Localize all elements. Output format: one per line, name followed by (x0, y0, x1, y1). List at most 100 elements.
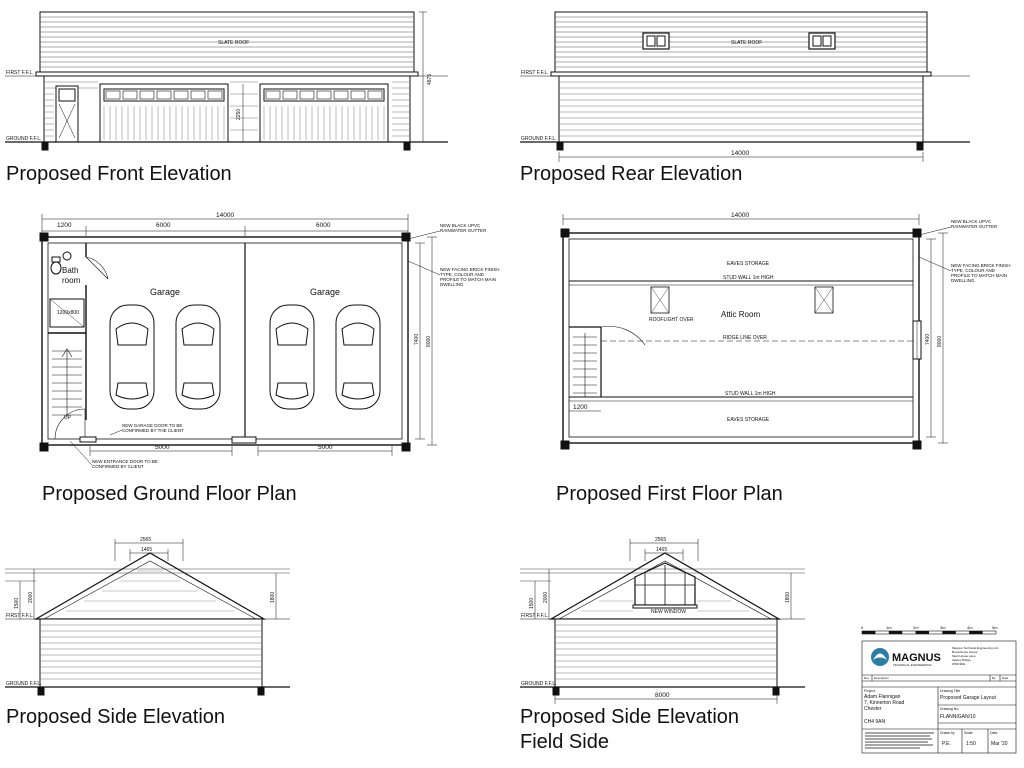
car-icon (109, 304, 155, 410)
stud-wall-top: STUD WALL 1m HIGH (723, 275, 774, 281)
car-icon (269, 304, 315, 410)
ground-dim-seg2: 6000 (156, 222, 171, 229)
title-block: 0 1m 2m 3m 4m 5m MAGNUS TECHNICAL ENGINE… (861, 625, 1017, 754)
drawing-title: Proposed Garage Layout (940, 695, 996, 701)
eaves-storage-bottom: EAVES STORAGE (727, 417, 770, 423)
side-top-outer: 2565 (140, 537, 151, 543)
first-depth-outer: 8000 (937, 336, 943, 347)
first-note-bricks: NEW FACING BRICK FINISH TYPE, COLOUR AND… (951, 263, 1011, 283)
caption-side-elevation-field-line2: Field Side (520, 731, 609, 753)
rev-header-rev: Rev (864, 676, 870, 680)
rear-ground-ffl: GROUND F.F.L. (521, 136, 557, 142)
magnus-logo-icon (871, 648, 889, 666)
front-total-height: 4875 (427, 74, 433, 85)
scale-tick-3: 3m (940, 625, 946, 630)
company-address-0: Magnus Technical Engineering Ltd. (952, 646, 999, 650)
company-address-3: Appley Bridge (952, 658, 971, 662)
ground-note-garage-door: NEW GARAGE DOOR TO BE CONFIRMED BY THE C… (122, 423, 184, 433)
ground-note-bricks: NEW FACING BRICK FINISH TYPE, COLOUR AND… (440, 267, 500, 287)
bathroom-label-line1: Bath (62, 266, 78, 275)
side-elevation-field-drawing: 2565 1465 NEW WINDOW 1500 2000 1800 8000… (520, 537, 805, 704)
rear-elevation-drawing: SLATE ROOF FIRST F.F.L. GROUND F.F.L. 14… (520, 11, 970, 162)
front-first-ffl: FIRST F.F.L. (6, 70, 34, 76)
garage-door-dim-right: 5000 (318, 444, 333, 451)
scale-tick-4: 4m (967, 625, 973, 630)
front-door-height: 2250 (236, 109, 242, 120)
front-elevation-drawing: SLATE ROOF FIRST F.F.L. GROUND F.F.L. 22… (5, 11, 448, 151)
rev-header-date: Date (1002, 676, 1009, 680)
drawn-by-label: Drawn by (940, 731, 955, 735)
first-floor-plan-drawing: 14000 EAVES STORAGE STUD WALL 1m HIGH At… (560, 212, 1011, 450)
project-line-3: Chester (864, 706, 882, 712)
scale-tick-5: 5m (992, 625, 998, 630)
front-ground-ffl: GROUND F.F.L. (6, 136, 42, 142)
caption-first-floor-plan: Proposed First Floor Plan (556, 483, 783, 505)
scale-tick-1: 1m (886, 625, 892, 630)
garage-label-left: Garage (150, 287, 180, 297)
caption-ground-floor-plan: Proposed Ground Floor Plan (42, 483, 297, 505)
field-left-a: 1500 (529, 598, 535, 609)
first-note-gutter: NEW BLACK UPVC RAINWATER GUTTER (951, 219, 998, 229)
ground-dim-seg1: 1200 (57, 222, 72, 229)
drawing-title-label: Drawing Title (940, 689, 960, 693)
caption-side-elevation: Proposed Side Elevation (6, 706, 226, 728)
ground-overall-dim: 14000 (216, 212, 234, 219)
company-address-1: Brookhouse House (952, 650, 978, 654)
ridge-line-label: RIDGE LINE OVER (723, 335, 767, 341)
date-value: Mar '20 (991, 741, 1008, 747)
drawing-no: FLANNIGAN/10 (940, 714, 976, 720)
car-icon (175, 304, 221, 410)
field-top-outer: 2565 (655, 537, 666, 543)
scale-tick-2: 2m (913, 625, 919, 630)
ground-floor-plan-drawing: 14000 1200 6000 6000 Bath room 1200x800 … (39, 212, 500, 469)
ground-depth-outer: 8000 (426, 336, 432, 347)
caption-side-elevation-field-line1: Proposed Side Elevation (520, 706, 740, 728)
caption-front-elevation: Proposed Front Elevation (6, 163, 232, 185)
company-address-2: Skull House Lane (952, 654, 976, 658)
shower-size: 1200x800 (57, 310, 79, 316)
drawing-no-label: Drawing No. (940, 707, 959, 711)
company-address-4: WN6 9DE (952, 662, 965, 666)
ground-stair-up: UP (64, 415, 72, 421)
first-stair-width: 1200 (573, 404, 588, 411)
scale-bar: 0 1m 2m 3m 4m 5m (861, 625, 998, 635)
side-top-inner: 1465 (141, 547, 152, 553)
side-first-ffl: FIRST F.F.L. (6, 613, 34, 619)
stud-wall-bottom: STUD WALL 1m HIGH (725, 391, 776, 397)
rear-width-dim: 14000 (731, 150, 749, 157)
field-ground-ffl: GROUND F.F.L. (521, 681, 557, 687)
side-right-dim: 1800 (270, 592, 276, 603)
field-left-b: 2000 (543, 592, 549, 603)
garage-label-right: Garage (310, 287, 340, 297)
project-postcode: CH4 9AN (864, 719, 886, 725)
company-tagline: TECHNICAL ENGINEERING (893, 663, 932, 667)
project-label: Project (864, 689, 875, 693)
side-left-a: 1500 (14, 598, 20, 609)
scale-value: 1:50 (966, 741, 976, 747)
ground-note-gutter: NEW BLACK UPVC RAINWATER GUTTER (440, 223, 487, 233)
ground-dim-seg3: 6000 (316, 222, 331, 229)
first-overall-dim: 14000 (731, 212, 749, 219)
field-top-inner: 1465 (656, 547, 667, 553)
front-roof-label: SLATE ROOF (218, 40, 249, 46)
rear-first-ffl: FIRST F.F.L. (521, 70, 549, 76)
drawn-by: P.E. (942, 741, 951, 747)
first-depth-inner: 7400 (925, 334, 931, 345)
ground-depth-inner: 7400 (414, 334, 420, 345)
rev-header-by: By (992, 676, 996, 680)
side-elevation-drawing: 2565 1465 1500 2000 1800 FIRST F.F.L. GR… (5, 537, 290, 696)
caption-rear-elevation: Proposed Rear Elevation (520, 163, 743, 185)
field-first-ffl: FIRST F.F.L. (521, 613, 549, 619)
car-icon (335, 304, 381, 410)
rooflight-label: ROOFLIGHT OVER (649, 317, 694, 323)
garage-door-dim-left: 5000 (155, 444, 170, 451)
side-left-b: 2000 (28, 592, 34, 603)
scale-tick-0: 0 (861, 625, 864, 630)
project-line-1: Adam Flannigan (864, 694, 901, 700)
rear-roof-label: SLATE ROOF (731, 40, 762, 46)
ground-note-entrance: NEW ENTRANCE DOOR TO BE CONFIRMED BY CLI… (92, 459, 158, 469)
rev-header-description: Description (874, 676, 889, 680)
field-window-label: NEW WINDOW (651, 609, 686, 615)
date-label: Date (990, 731, 997, 735)
field-width-dim: 8000 (655, 692, 670, 699)
